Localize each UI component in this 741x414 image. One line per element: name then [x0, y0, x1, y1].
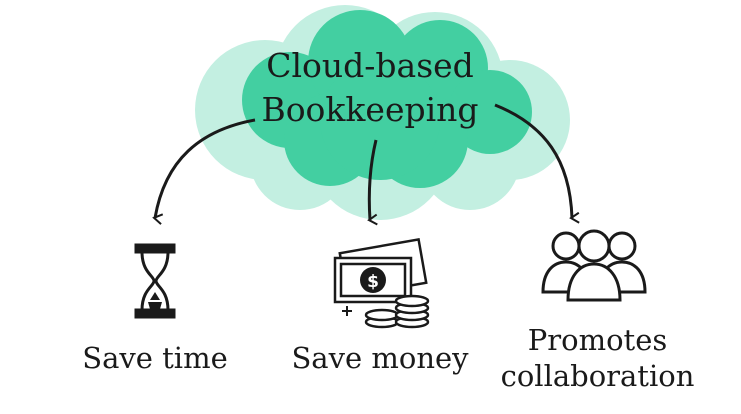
cloud-title: Cloud-based Bookkeeping	[230, 44, 510, 132]
cloud-title-line1: Cloud-based	[266, 46, 474, 85]
arrow-to-collaboration	[494, 103, 580, 224]
money-icon: $	[333, 237, 430, 329]
people-icon	[541, 229, 647, 302]
hourglass-icon	[134, 243, 176, 319]
cloud-shape	[242, 10, 532, 188]
benefit-save-money-label: Save money	[291, 341, 469, 375]
benefit-collaboration-line2: collaboration	[500, 359, 695, 393]
arrow-to-save-time	[152, 118, 256, 225]
benefit-collaboration-label: Promotes collaboration	[485, 322, 710, 394]
svg-text:$: $	[367, 272, 379, 292]
benefit-save-time-label: Save time	[82, 341, 228, 375]
cloud-title-line2: Bookkeeping	[261, 90, 479, 129]
arrow-to-save-money	[367, 139, 378, 226]
benefit-collaboration-line1: Promotes	[527, 323, 668, 357]
